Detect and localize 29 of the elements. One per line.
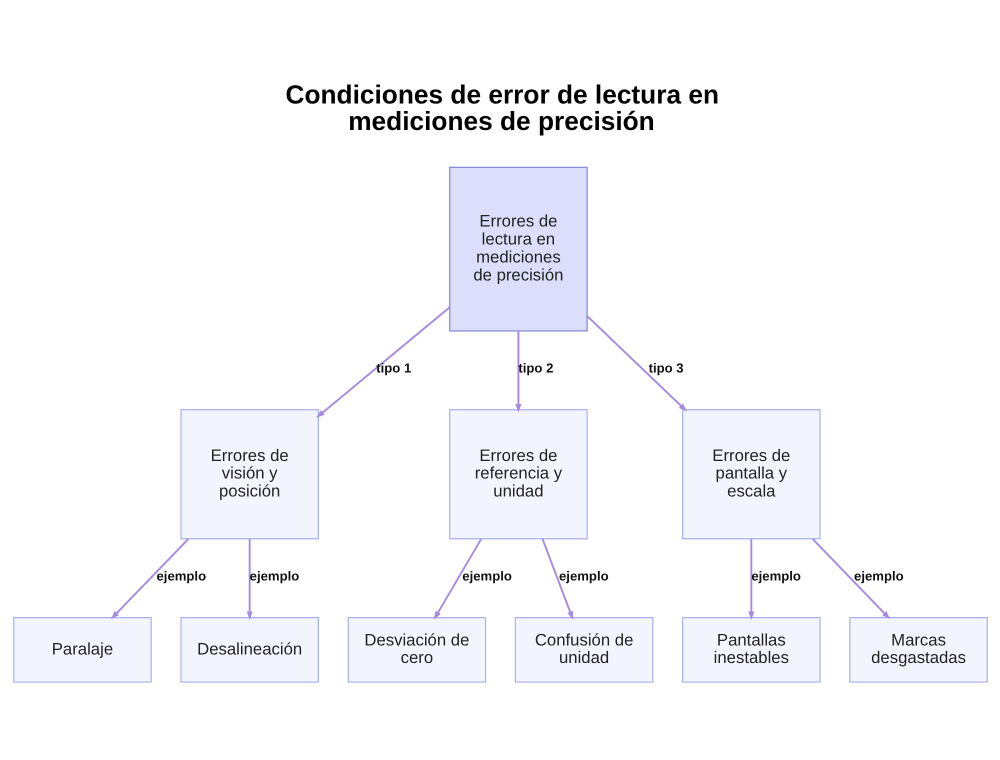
arrow [316,306,450,418]
arrow [246,538,252,620]
edge-label: ejemplo [558,568,608,583]
edge-label: tipo 2 [518,360,553,375]
edge-label: ejemplo [249,568,299,583]
edge-label: ejemplo [156,568,206,583]
node-box: Errores de visión y posición [180,408,318,539]
edge-label: ejemplo [854,568,904,583]
edge-label: ejemplo [750,568,800,583]
arrow [110,538,189,619]
arrow [586,315,687,412]
arrow [811,538,890,619]
node-box: Pantallas inestables [682,616,820,682]
diagram-title: Condiciones de error de lectura en mediciones de precisión [285,79,719,136]
node-box: Errores de referencia y unidad [448,408,588,539]
node-box: Desalineación [180,616,318,682]
node-box: Errores de pantalla y escala [682,408,820,539]
node-box: Desviación de cero [347,616,486,682]
arrow [433,538,482,620]
node-box: Confusión de unidad [514,616,653,682]
edge-label: tipo 1 [376,360,411,375]
node-box: Marcas desgastadas [848,616,988,682]
node-box: Errores de lectura en mediciones de precisión [448,166,588,332]
edge-label: ejemplo [462,568,512,583]
arrow [541,538,573,620]
arrow [514,330,521,412]
node-box: Paralaje [12,616,152,682]
arrow [748,538,754,620]
edge-label: tipo 3 [648,360,684,375]
